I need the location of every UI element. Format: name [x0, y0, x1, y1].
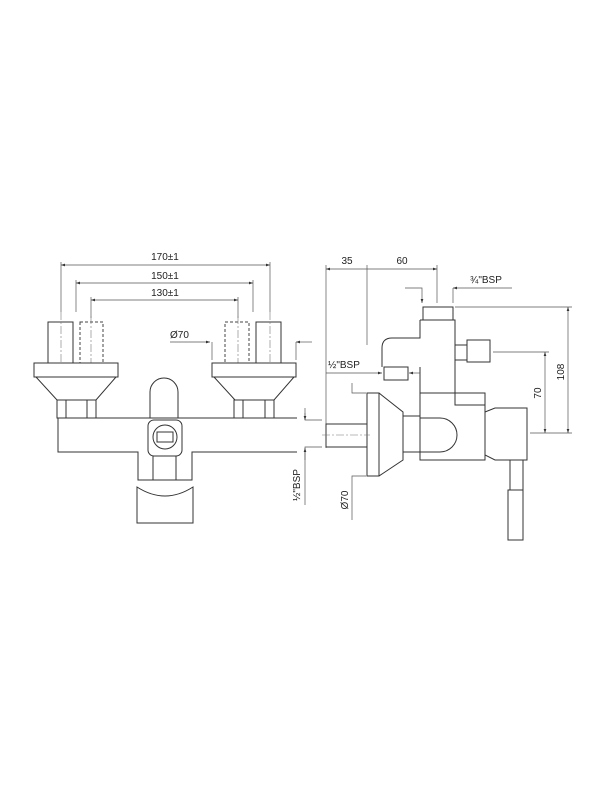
wall-pipe [325, 423, 368, 448]
front-dia-70-label: Ø70 [170, 330, 189, 341]
dim-60-label: 60 [396, 256, 408, 267]
bsp-3-4-label: ¾"BSP [470, 275, 502, 286]
dim-108-label: 108 [556, 363, 567, 380]
dimension-150: 150±1 [75, 271, 254, 312]
inlet-nipple [383, 366, 409, 381]
side-body [419, 392, 486, 461]
dim-70-label: 70 [533, 387, 544, 399]
dimension-130: 130±1 [90, 288, 239, 318]
left-hex-nut [56, 399, 97, 419]
left-inlet-alt [79, 321, 104, 364]
dim-170-label: 170±1 [151, 252, 179, 263]
side-view: 35 60 ¾"BSP ½"BSP 108 70 [292, 256, 572, 541]
dimension-170: 170±1 [60, 252, 271, 312]
side-dia-70-label: Ø70 [340, 490, 351, 509]
side-lever-head [484, 407, 528, 461]
side-escutcheon [366, 392, 380, 477]
bsp-1-2-wall-label: ½"BSP [292, 469, 303, 501]
right-inlet-pipe [255, 321, 282, 364]
side-lever-grip [507, 489, 524, 541]
lever-handle [149, 377, 179, 418]
right-escutcheon [211, 362, 297, 378]
bsp-1-2-inlet-label: ½"BSP [328, 360, 360, 371]
left-inlet-pipe [47, 321, 74, 364]
dim-130-label: 130±1 [151, 288, 179, 299]
side-dome [420, 417, 458, 453]
dim-35-label: 35 [341, 256, 353, 267]
right-inlet-alt [224, 321, 250, 364]
mixer-body [57, 417, 297, 481]
front-view: 170±1 150±1 130±1 [33, 252, 312, 524]
outlet-spout [136, 486, 194, 524]
right-hex-nut [233, 399, 275, 419]
top-inlet-cap [422, 306, 454, 321]
left-escutcheon [33, 362, 119, 378]
dim-150-label: 150±1 [151, 271, 179, 282]
side-connector [466, 339, 491, 363]
